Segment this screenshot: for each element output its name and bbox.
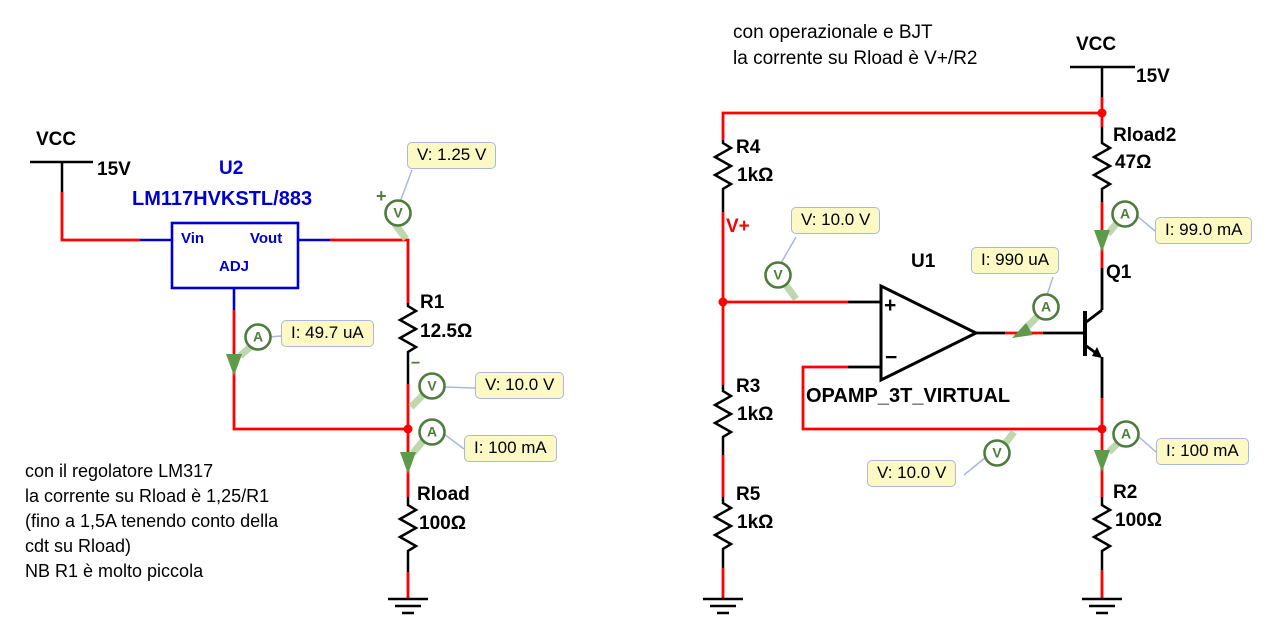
r5-ref-label: R5 xyxy=(736,484,761,505)
vcc-net-label: VCC xyxy=(1076,34,1117,55)
annotation-right: con operazionale e BJT la corrente su Rl… xyxy=(733,20,978,72)
junction-dot xyxy=(1097,108,1107,118)
probe-label-load-voltage[interactable]: V: 10.0 V xyxy=(475,372,565,399)
probe-label-adj-current[interactable]: I: 49.7 uA xyxy=(281,320,374,347)
ammeter-icon: A xyxy=(252,328,264,345)
rload2-value-label: 47Ω xyxy=(1115,152,1152,173)
annotation-line: (fino a 1,5A tenendo conto della xyxy=(25,511,279,531)
probe-minus-sign: − xyxy=(411,355,421,372)
regulator-u2-symbol[interactable] xyxy=(140,221,330,310)
opamp-plus-input-sign: + xyxy=(884,294,897,317)
r2-ref-label: R2 xyxy=(1113,482,1138,503)
vcc-net-label: VCC xyxy=(36,129,77,150)
voltage-probe-emitter[interactable] xyxy=(963,429,1017,476)
probe-label-load-current[interactable]: I: 100 mA xyxy=(464,435,557,462)
resistor-r2-symbol[interactable] xyxy=(1091,497,1113,570)
pin-label-vin: Vin xyxy=(181,230,205,247)
wire-vcc-to-vin[interactable] xyxy=(60,192,140,242)
ground-symbol-left[interactable] xyxy=(388,597,428,615)
probe-label-collector-current[interactable]: I: 99.0 mA xyxy=(1155,217,1253,244)
resistor-r5-symbol[interactable] xyxy=(712,497,734,568)
vcc-value-label: 15V xyxy=(1136,66,1170,87)
rload-ref-label: Rload xyxy=(417,484,470,505)
current-probe-load[interactable] xyxy=(400,418,465,475)
r5-value-label: 1kΩ xyxy=(737,512,774,533)
ammeter-icon: A xyxy=(1040,298,1052,315)
u1-ref-label: U1 xyxy=(911,251,936,272)
r1-ref-label: R1 xyxy=(420,292,445,313)
pin-label-vout: Vout xyxy=(250,230,283,247)
opamp-minus-input-sign: − xyxy=(885,346,898,369)
r4-value-label: 1kΩ xyxy=(737,165,774,186)
resistor-rload2-symbol[interactable] xyxy=(1091,127,1113,202)
vcc-value-label: 15V xyxy=(97,159,131,180)
r3-ref-label: R3 xyxy=(736,376,761,397)
ammeter-icon: A xyxy=(1120,425,1132,442)
voltmeter-icon: V xyxy=(427,377,437,394)
wire-vout[interactable] xyxy=(330,238,410,303)
voltmeter-icon: V xyxy=(773,266,783,283)
vcc-symbol-right[interactable] xyxy=(1070,65,1135,97)
resistor-r4-symbol[interactable] xyxy=(712,140,734,212)
probe-label-vout[interactable]: V: 1.25 V xyxy=(407,142,497,169)
q1-ref-label: Q1 xyxy=(1106,262,1132,283)
annotation-line: con operazionale e BJT xyxy=(733,22,933,43)
probe-label-vplus[interactable]: V: 10.0 V xyxy=(791,207,881,234)
annotation-line: la corrente su Rload è 1,25/R1 xyxy=(25,486,270,506)
u2-part-label: LM117HVKSTL/883 xyxy=(132,188,313,210)
u1-part-label: OPAMP_3T_VIRTUAL xyxy=(806,385,1011,407)
probe-label-base-current[interactable]: I: 990 uA xyxy=(971,247,1060,274)
annotation-line: la corrente su Rload è V+/R2 xyxy=(733,48,978,69)
ground-symbol-mid[interactable] xyxy=(703,597,743,615)
rload-value-label: 100Ω xyxy=(419,513,466,534)
pin-label-adj: ADJ xyxy=(219,258,250,275)
voltage-probe-vout[interactable] xyxy=(384,169,413,242)
r3-value-label: 1kΩ xyxy=(737,404,774,425)
annotation-line: NB R1 è molto piccola xyxy=(25,561,204,581)
voltmeter-icon: V xyxy=(992,444,1002,461)
current-probe-base[interactable] xyxy=(1012,276,1060,338)
wire-adj-feedback[interactable] xyxy=(232,310,408,431)
resistor-r1-symbol[interactable] xyxy=(397,303,419,384)
wire-vcc-rail[interactable] xyxy=(721,97,1104,140)
current-probe-adj[interactable] xyxy=(226,323,282,377)
voltmeter-icon: V xyxy=(393,204,403,221)
current-probe-emitter[interactable] xyxy=(1094,420,1157,473)
wire-opamp-minus-feedback[interactable] xyxy=(801,365,1102,431)
resistor-r3-symbol[interactable] xyxy=(712,385,734,455)
probe-label-emitter-current[interactable]: I: 100 mA xyxy=(1156,438,1249,465)
ammeter-icon: A xyxy=(426,423,438,440)
transistor-q1-symbol[interactable] xyxy=(1083,308,1104,398)
annotation-line: cdt su Rload) xyxy=(25,536,132,556)
voltage-probe-vplus[interactable] xyxy=(764,236,799,302)
r4-ref-label: R4 xyxy=(736,137,761,158)
opamp-u1-symbol[interactable] xyxy=(879,283,980,383)
r1-value-label: 12.5Ω xyxy=(420,321,473,342)
resistor-rload-symbol[interactable] xyxy=(397,497,419,572)
voltage-probe-load[interactable] xyxy=(408,372,476,410)
u2-ref-label: U2 xyxy=(219,158,244,179)
ammeter-icon: A xyxy=(1119,205,1131,222)
probe-plus-sign: + xyxy=(376,186,387,206)
vplus-net-label: V+ xyxy=(726,216,750,237)
annotation-left: con il regolatore LM317 la corrente su R… xyxy=(25,459,278,584)
r2-value-label: 100Ω xyxy=(1115,510,1162,531)
probe-label-emitter-voltage[interactable]: V: 10.0 V xyxy=(867,460,957,487)
annotation-line: con il regolatore LM317 xyxy=(25,461,214,481)
rload2-ref-label: Rload2 xyxy=(1113,125,1177,146)
current-probe-collector[interactable] xyxy=(1094,200,1156,253)
ground-symbol-right[interactable] xyxy=(1082,597,1122,615)
vcc-symbol-left[interactable] xyxy=(30,160,93,192)
